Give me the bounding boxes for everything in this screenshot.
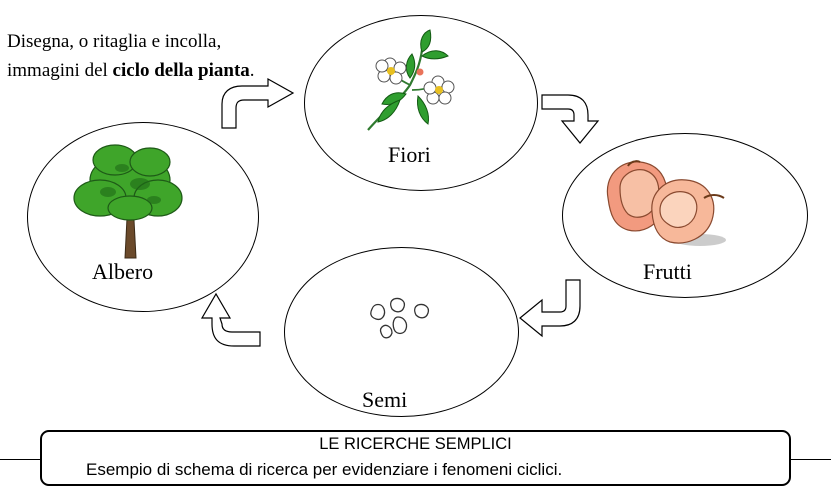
- arrow-semi-to-albero: [200, 292, 261, 347]
- peach-icon: [606, 160, 726, 246]
- arrow-fiori-to-frutti: [541, 94, 600, 144]
- instructions-line-2-bold: ciclo della pianta: [112, 60, 250, 81]
- footer-rule-right: [791, 459, 831, 460]
- stage-label-semi: Semi: [362, 387, 408, 412]
- stage-label-frutti: Frutti: [643, 259, 692, 284]
- instructions-line-2-suffix: .: [249, 60, 255, 81]
- footer-subtitle: Esempio di schema di ricerca per evidenz…: [86, 460, 563, 479]
- tree-icon: [73, 144, 183, 259]
- seeds-icon: [370, 297, 430, 339]
- arrow-frutti-to-semi: [519, 279, 581, 338]
- stage-label-albero: Albero: [92, 259, 154, 284]
- instructions: Disegna, o ritaglia e incolla, immagini …: [7, 27, 255, 85]
- footer-rule-left: [0, 459, 40, 460]
- instructions-line-1: Disegna, o ritaglia e incolla,: [7, 31, 222, 52]
- stage-label-fiori: Fiori: [388, 142, 431, 167]
- arrow-albero-to-fiori: [221, 77, 295, 129]
- footer-title: LE RICERCHE SEMPLICI: [319, 435, 512, 453]
- instructions-line-2-prefix: immagini del: [7, 60, 113, 81]
- footer-box: LE RICERCHE SEMPLICI Esempio di schema d…: [40, 430, 791, 486]
- flower-branch-icon: [367, 29, 455, 131]
